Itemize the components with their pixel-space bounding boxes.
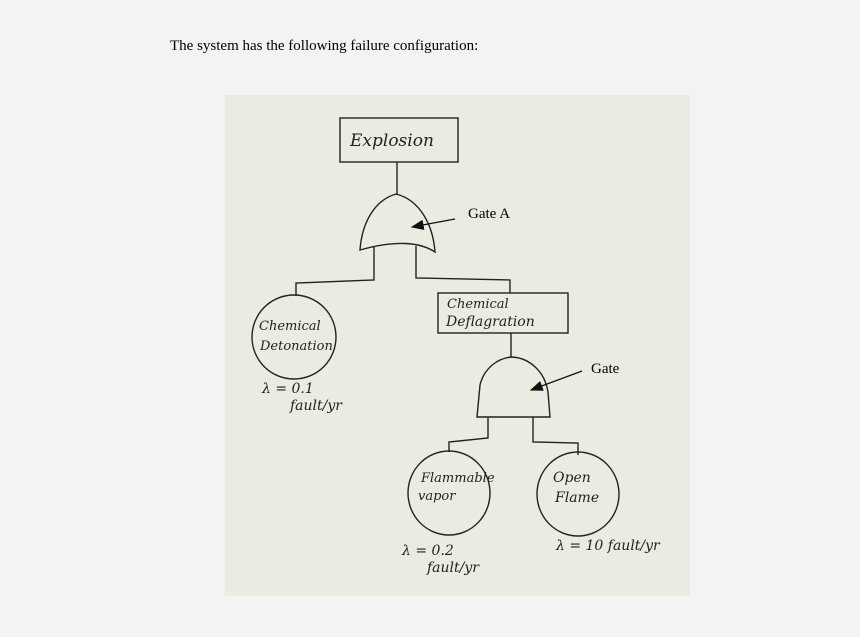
gate-a-arrow [410, 218, 456, 230]
open-flame-rate: λ = 10 fault/yr [555, 538, 661, 554]
chemical-detonation-label-1: Chemical [259, 319, 321, 334]
caption: The system has the following failure con… [170, 38, 479, 54]
open-flame-event [536, 451, 620, 537]
gate-label: Gate [591, 361, 620, 377]
chemical-detonation-event [251, 294, 337, 380]
open-flame-label-1: Open [553, 470, 591, 486]
or-gate-a [359, 193, 436, 254]
gate-arrow [529, 370, 583, 391]
flammable-vapor-rate: λ = 0.2 [401, 543, 454, 559]
chemical-detonation-rate: λ = 0.1 [261, 381, 314, 397]
top-event-label: Explosion [349, 131, 434, 151]
chemical-deflagration-label-2: Deflagration [445, 314, 535, 330]
flammable-vapor-event [407, 450, 491, 536]
gate-a-label: Gate A [468, 206, 510, 222]
open-flame-label-2: Flame [554, 490, 599, 506]
chemical-detonation-unit: fault/yr [289, 398, 343, 414]
and-gate [476, 356, 551, 418]
flammable-vapor-unit: fault/yr [426, 560, 480, 576]
flammable-vapor-label-1: Flammable [420, 471, 495, 486]
flammable-vapor-label-2: vapor [418, 489, 456, 504]
fault-tree-sketch [225, 95, 690, 596]
chemical-deflagration-label-1: Chemical [447, 297, 509, 312]
chemical-detonation-label-2: Detonation [259, 339, 333, 354]
top-event-box [339, 117, 459, 163]
chemical-deflagration-box [437, 292, 569, 334]
